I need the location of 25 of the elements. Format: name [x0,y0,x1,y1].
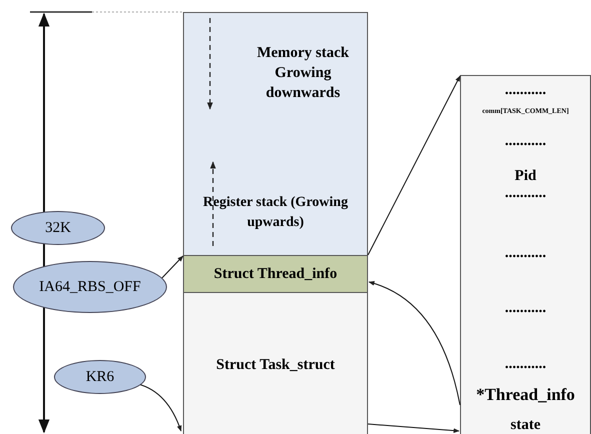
ellipsis-text: ........... [504,184,548,203]
field-name: Pid [514,167,538,186]
ellipsis-text: ........... [504,355,548,374]
arrow [368,75,460,256]
arrow [162,256,184,278]
ellipsis-text: ........... [504,299,548,318]
stack-label: Memory stack Growing downwards [256,44,350,103]
arrow [368,281,460,406]
task-struct-detail-block [460,75,591,434]
ellipsis-text: ........... [504,244,548,263]
register-label: KR6 [86,368,114,386]
ellipsis-text: ........... [504,81,548,100]
field-name: state [510,416,542,434]
task-struct-block [183,292,368,434]
arrow [368,424,460,433]
register-ellipse [54,360,146,394]
size-label: 32K [45,220,71,236]
struct-label: Struct Task_struct [215,356,336,375]
stack-label: Register stack (Growing upwards) [202,194,349,232]
stack-region-block [183,12,368,256]
ellipsis-text: ........... [504,132,548,151]
offset-label: IA64_RBS_OFF [39,278,141,296]
struct-label: Struct Thread_info [212,265,338,284]
field-name: *Thread_info [475,385,576,405]
thread-info-band [183,255,368,293]
